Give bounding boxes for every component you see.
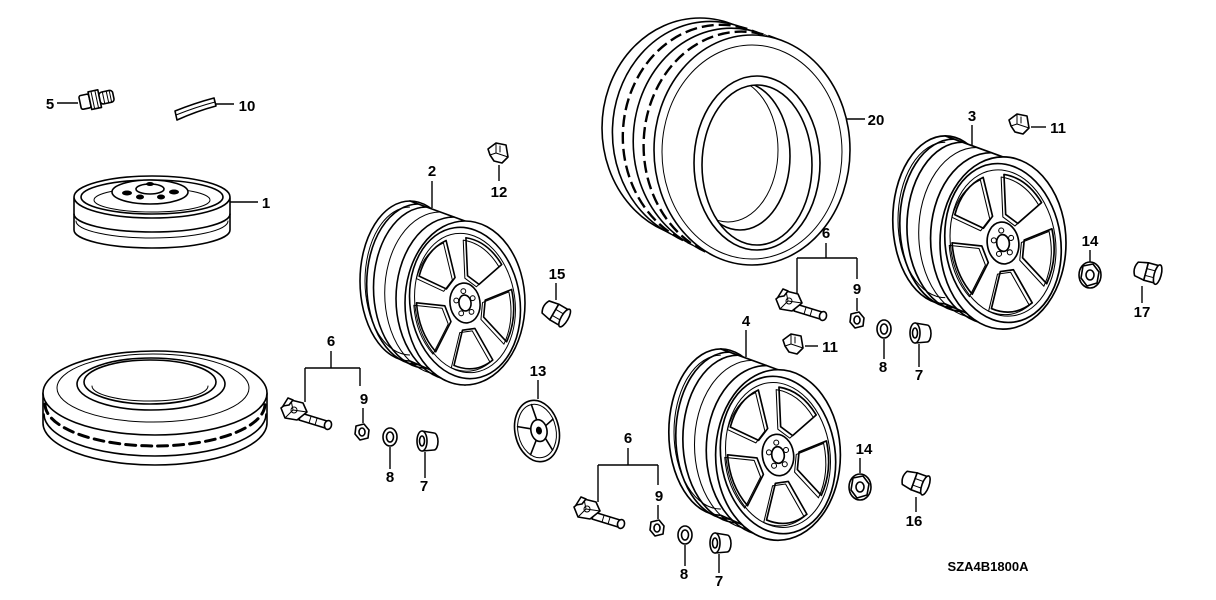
callout-label: 6 — [624, 430, 632, 447]
tpms-sensor — [573, 496, 627, 531]
callout-label: 8 — [680, 566, 688, 583]
grommet — [849, 311, 865, 329]
callout-label: 3 — [968, 108, 976, 125]
callout-label: 8 — [879, 359, 887, 376]
callout-label: 8 — [386, 469, 394, 486]
lug-nut-15 — [538, 296, 574, 330]
grommet — [649, 519, 665, 537]
callout-bracket — [304, 351, 361, 402]
callout-label: 7 — [420, 478, 428, 495]
callout-label: 7 — [715, 573, 723, 590]
clip-11 — [1008, 113, 1030, 135]
callout-label: 10 — [239, 98, 256, 115]
callout-bracket — [597, 448, 659, 502]
cap-nut — [709, 532, 732, 554]
callout-label: 11 — [822, 339, 838, 356]
callout-label: 1 — [262, 195, 270, 212]
callout-bracket — [796, 243, 858, 294]
washer — [382, 427, 398, 447]
flange-nut — [1078, 261, 1102, 289]
spare-tire — [42, 350, 268, 466]
callout-label: 13 — [530, 363, 547, 380]
spare-wheel — [73, 175, 231, 249]
callout-label: 6 — [327, 333, 335, 350]
valve-stem — [78, 89, 115, 111]
tire — [601, 17, 851, 266]
cap-nut — [909, 322, 932, 344]
callout-label: 9 — [360, 391, 368, 408]
cap-nut — [416, 430, 439, 452]
callout-label: 20 — [868, 112, 885, 129]
grommet — [354, 423, 370, 441]
callout-label: 5 — [46, 96, 54, 113]
clip-12 — [487, 142, 509, 164]
tpms-sensor — [775, 288, 829, 323]
callout-label: 15 — [549, 266, 566, 283]
balance-weight — [174, 97, 217, 121]
diagram-code: SZA4B1800A — [948, 559, 1030, 574]
callout-label: 9 — [655, 488, 663, 505]
callout-label: 7 — [915, 367, 923, 384]
alloy-wheel-4 — [667, 348, 847, 543]
washer — [677, 525, 693, 545]
callout-label: 12 — [491, 184, 508, 201]
callout-label: 14 — [1082, 233, 1099, 250]
lug-nut-17 — [1131, 257, 1165, 286]
tpms-sensor — [280, 397, 334, 432]
flange-nut — [848, 473, 872, 501]
callout-label: 4 — [742, 313, 751, 330]
callout-label: 17 — [1134, 304, 1151, 321]
clip-11 — [782, 333, 804, 355]
callout-label: 16 — [906, 513, 923, 530]
callout-label: 14 — [856, 441, 873, 458]
alloy-wheel-2 — [359, 200, 531, 387]
washer — [876, 319, 892, 339]
alloy-wheel-3 — [891, 135, 1073, 331]
callout-label: 2 — [428, 163, 436, 180]
lug-nut-16 — [898, 467, 933, 497]
callout-label: 9 — [853, 281, 861, 298]
center-cap — [513, 399, 561, 463]
callout-label: 6 — [822, 225, 830, 242]
callout-label: 11 — [1050, 120, 1066, 137]
